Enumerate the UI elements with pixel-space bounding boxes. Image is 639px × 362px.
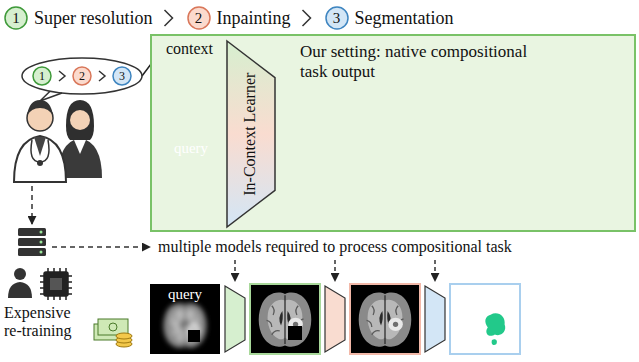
setting-panel: Our setting: native compositional task o… bbox=[150, 34, 636, 232]
edge-label: context bbox=[166, 40, 213, 58]
chevron bbox=[99, 71, 105, 81]
doctors-icon bbox=[14, 100, 102, 182]
circle-shape bbox=[5, 7, 27, 29]
model-trapezoid bbox=[425, 286, 445, 352]
stethoscope bbox=[31, 140, 49, 162]
step-number: 3 bbox=[333, 11, 341, 26]
brain-scan bbox=[359, 292, 412, 346]
chip-body bbox=[44, 272, 68, 296]
cost-note: Expensive re-training bbox=[4, 304, 88, 341]
query-image: query bbox=[150, 284, 220, 354]
model-name: In-Context Learner bbox=[242, 72, 260, 195]
query-image: query bbox=[156, 138, 226, 226]
step-number: 2 bbox=[195, 11, 203, 26]
bubble-chevrons bbox=[59, 71, 105, 81]
money-icon bbox=[94, 319, 132, 347]
doctor-shirt bbox=[34, 137, 46, 156]
dashed-arrow bbox=[52, 246, 150, 248]
step-number: 3 bbox=[119, 70, 125, 82]
circle-shape bbox=[188, 7, 210, 29]
step-number: 1 bbox=[39, 70, 45, 82]
chevron bbox=[59, 71, 65, 81]
trapezoid-shape bbox=[227, 41, 275, 227]
task-name: Inpainting bbox=[217, 8, 291, 29]
doctor-hair bbox=[66, 100, 94, 140]
masked-square bbox=[188, 330, 200, 342]
task-name: Segmentation bbox=[355, 8, 454, 29]
step-circle: 2 bbox=[187, 6, 211, 30]
step-circle: 3 bbox=[112, 66, 132, 86]
server-unit bbox=[18, 228, 46, 236]
chevron bbox=[303, 10, 311, 26]
masked-square bbox=[288, 326, 302, 340]
server-led bbox=[40, 241, 43, 244]
chip-pins bbox=[40, 268, 72, 300]
chip-core bbox=[50, 278, 62, 290]
circle-shape bbox=[73, 67, 91, 85]
chip-icon bbox=[40, 268, 72, 300]
step-circle: 1 bbox=[32, 66, 52, 86]
model-trapezoid bbox=[225, 286, 245, 352]
image-frame bbox=[350, 284, 420, 354]
image-caption: query bbox=[174, 140, 208, 157]
step-circle: 1 bbox=[4, 6, 28, 30]
segmentation-mask bbox=[450, 284, 520, 354]
panel-heading: Our setting: native compositional task o… bbox=[300, 42, 540, 81]
step-number: 1 bbox=[12, 11, 20, 26]
bubble-shape bbox=[22, 58, 142, 94]
image-frame bbox=[250, 284, 320, 354]
annotation-text: multiple models required to process comp… bbox=[158, 238, 512, 256]
bubble-tail bbox=[40, 91, 62, 101]
pipeline-row bbox=[150, 284, 520, 354]
circle-shape bbox=[33, 67, 51, 85]
scan-ground bbox=[350, 284, 420, 354]
doctor-coat bbox=[14, 136, 66, 182]
model-trapezoid bbox=[325, 286, 345, 352]
chevron bbox=[165, 10, 173, 26]
server-led bbox=[40, 231, 43, 234]
doctor-hair bbox=[27, 100, 53, 116]
scan-ground bbox=[250, 284, 320, 354]
dashed-arrow bbox=[434, 260, 436, 281]
server-unit bbox=[18, 238, 46, 246]
coin bbox=[116, 333, 132, 339]
circle-shape bbox=[326, 7, 348, 29]
doctor-collar bbox=[74, 140, 86, 154]
image-frame bbox=[450, 284, 520, 354]
person-body bbox=[8, 282, 32, 298]
dashed-arrow bbox=[31, 186, 33, 224]
image-caption: query bbox=[168, 286, 202, 303]
stethoscope bbox=[37, 160, 43, 166]
blurred-brain bbox=[163, 303, 206, 347]
banknote-mark bbox=[109, 323, 117, 331]
server-unit bbox=[18, 248, 46, 256]
person-head bbox=[14, 268, 26, 280]
scan-ground bbox=[150, 284, 220, 354]
doctor-face bbox=[70, 110, 90, 130]
server-icon bbox=[18, 228, 46, 256]
brain-scan bbox=[259, 292, 312, 346]
speech-bubble: 1 2 3 bbox=[20, 56, 144, 102]
dashed-arrow bbox=[334, 260, 336, 281]
person-icon bbox=[8, 268, 32, 298]
server-led bbox=[40, 251, 43, 254]
circle-shape bbox=[113, 67, 131, 85]
in-context-learner: In-Context Learner bbox=[226, 40, 276, 228]
step-circle: 2 bbox=[72, 66, 92, 86]
task-name: Super resolution bbox=[34, 8, 153, 29]
dashed-arrow bbox=[234, 260, 236, 281]
step-number: 2 bbox=[79, 70, 85, 82]
step-circle: 3 bbox=[325, 6, 349, 30]
